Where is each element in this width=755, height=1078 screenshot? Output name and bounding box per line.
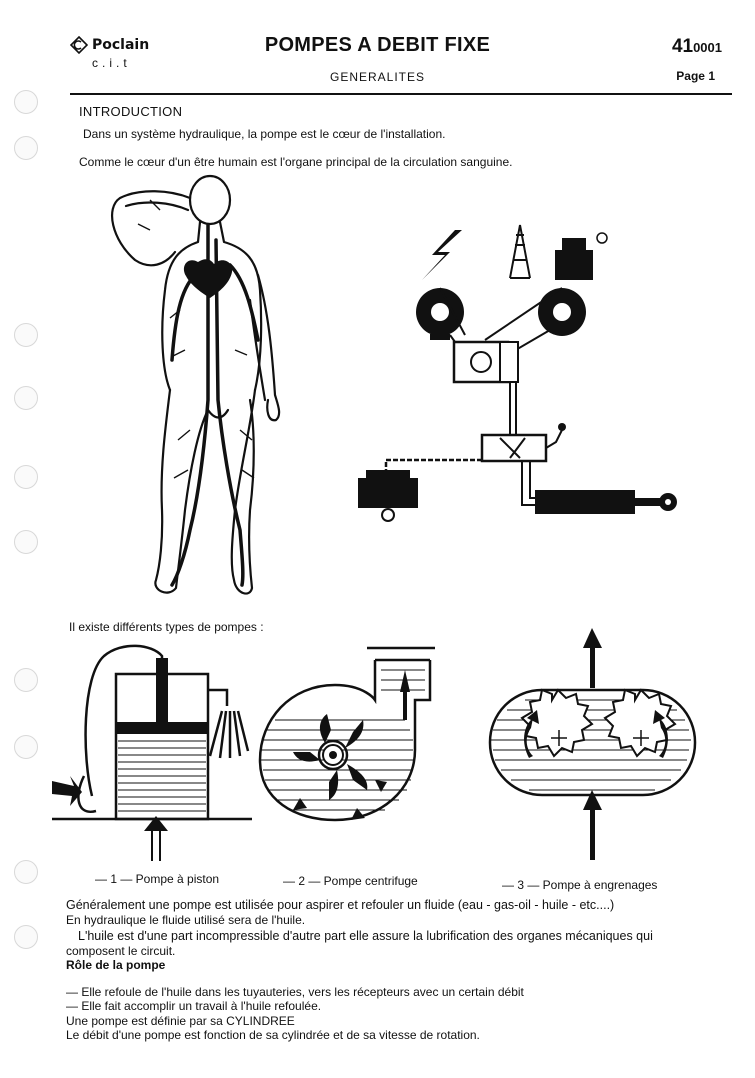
hydraulic-circuit-illustration bbox=[358, 224, 677, 522]
body-line-2: En hydraulique le fluide utilisé sera de… bbox=[66, 912, 306, 927]
doc-number-sub: 0001 bbox=[693, 40, 722, 55]
role-heading: Rôle de la pompe bbox=[66, 958, 166, 972]
centrifugal-pump-illustration bbox=[258, 646, 435, 822]
human-circulation-illustration bbox=[111, 174, 281, 595]
body-line-1: Généralement une pompe est utilisée pour… bbox=[66, 898, 615, 912]
gear-pump-illustration bbox=[488, 628, 697, 860]
intro-line-2: Comme le cœur d'un être humain est l'org… bbox=[79, 155, 513, 169]
document-number: 410001 bbox=[672, 36, 722, 58]
role-line-1: — Elle refoule de l'huile dans les tuyau… bbox=[66, 984, 524, 999]
body-line-4: composent le circuit. bbox=[66, 943, 176, 958]
body-line-5: Une pompe est définie par sa CYLINDREE bbox=[66, 1013, 295, 1028]
types-lead: Il existe différents types de pompes : bbox=[69, 620, 264, 634]
punch-hole bbox=[14, 925, 38, 949]
doc-number-main: 41 bbox=[671, 36, 694, 57]
hydraulic-motor-icon bbox=[358, 470, 418, 522]
punch-hole bbox=[14, 386, 38, 410]
brand-logo: Poclain c.i.t bbox=[70, 36, 170, 70]
pump-type-3-label: — 3 — Pompe à engrenages bbox=[502, 878, 658, 892]
oil-derrick-icon bbox=[509, 224, 531, 279]
intro-line-1: Dans un système hydraulique, la pompe es… bbox=[83, 127, 446, 141]
header-divider bbox=[70, 93, 732, 95]
punch-hole bbox=[14, 323, 38, 347]
intro-heading: INTRODUCTION bbox=[79, 104, 183, 119]
punch-hole bbox=[14, 735, 38, 759]
punch-hole bbox=[14, 668, 38, 692]
body-line-3: L'huile est d'une part incompressible d'… bbox=[78, 929, 653, 943]
punch-hole bbox=[14, 860, 38, 884]
diamond-logo-icon bbox=[70, 36, 88, 54]
pump-type-2-label: — 2 — Pompe centrifuge bbox=[283, 874, 418, 888]
brand-subtitle: c.i.t bbox=[92, 56, 131, 70]
pump-type-1-label: — 1 — Pompe à piston bbox=[95, 872, 220, 886]
body-text: Généralement une pompe est utilisée pour… bbox=[66, 898, 731, 1043]
punch-hole bbox=[14, 530, 38, 554]
punch-hole bbox=[14, 465, 38, 489]
page-number: Page 1 bbox=[676, 69, 715, 83]
punch-hole bbox=[14, 90, 38, 114]
piston-pump-illustration bbox=[52, 644, 252, 861]
role-line-2: — Elle fait accomplir un travail à l'hui… bbox=[66, 999, 322, 1013]
lightning-icon bbox=[422, 230, 462, 280]
page-subtitle: GENERALITES bbox=[329, 70, 426, 84]
page-title: POMPES A DEBIT FIXE bbox=[264, 34, 491, 56]
body-line-6: Le débit d'une pompe est fonction de sa … bbox=[66, 1028, 480, 1042]
punch-hole bbox=[14, 136, 38, 160]
brand-name: Poclain bbox=[92, 37, 150, 53]
engine-icon bbox=[555, 232, 608, 280]
